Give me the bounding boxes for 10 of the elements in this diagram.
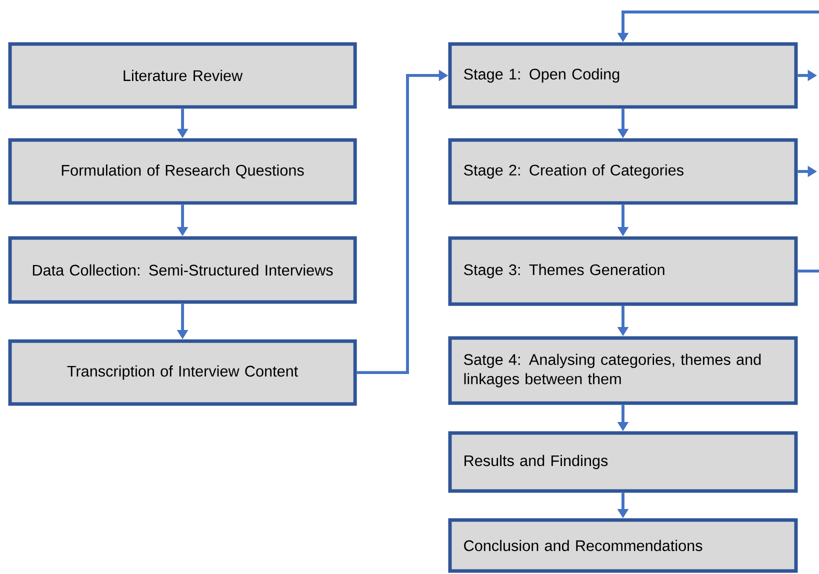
process-box: Literature Review <box>8 42 357 109</box>
process-box: Results and Findings <box>448 431 798 493</box>
process-box: Stage 3: Themes Generation <box>448 236 798 306</box>
process-box: Stage 1: Open Coding <box>448 42 798 109</box>
process-box: Formulation of Research Questions <box>8 138 357 205</box>
process-box: Transcription of Interview Content <box>8 339 357 406</box>
process-box: Satge 4: Analysing categories, themes and linkages between them <box>448 336 798 405</box>
process-box: Data Collection: Semi-Structured Interviews <box>8 236 357 304</box>
process-box: Stage 2: Creation of Categories <box>448 138 798 205</box>
process-box: Conclusion and Recommendations <box>448 518 798 573</box>
